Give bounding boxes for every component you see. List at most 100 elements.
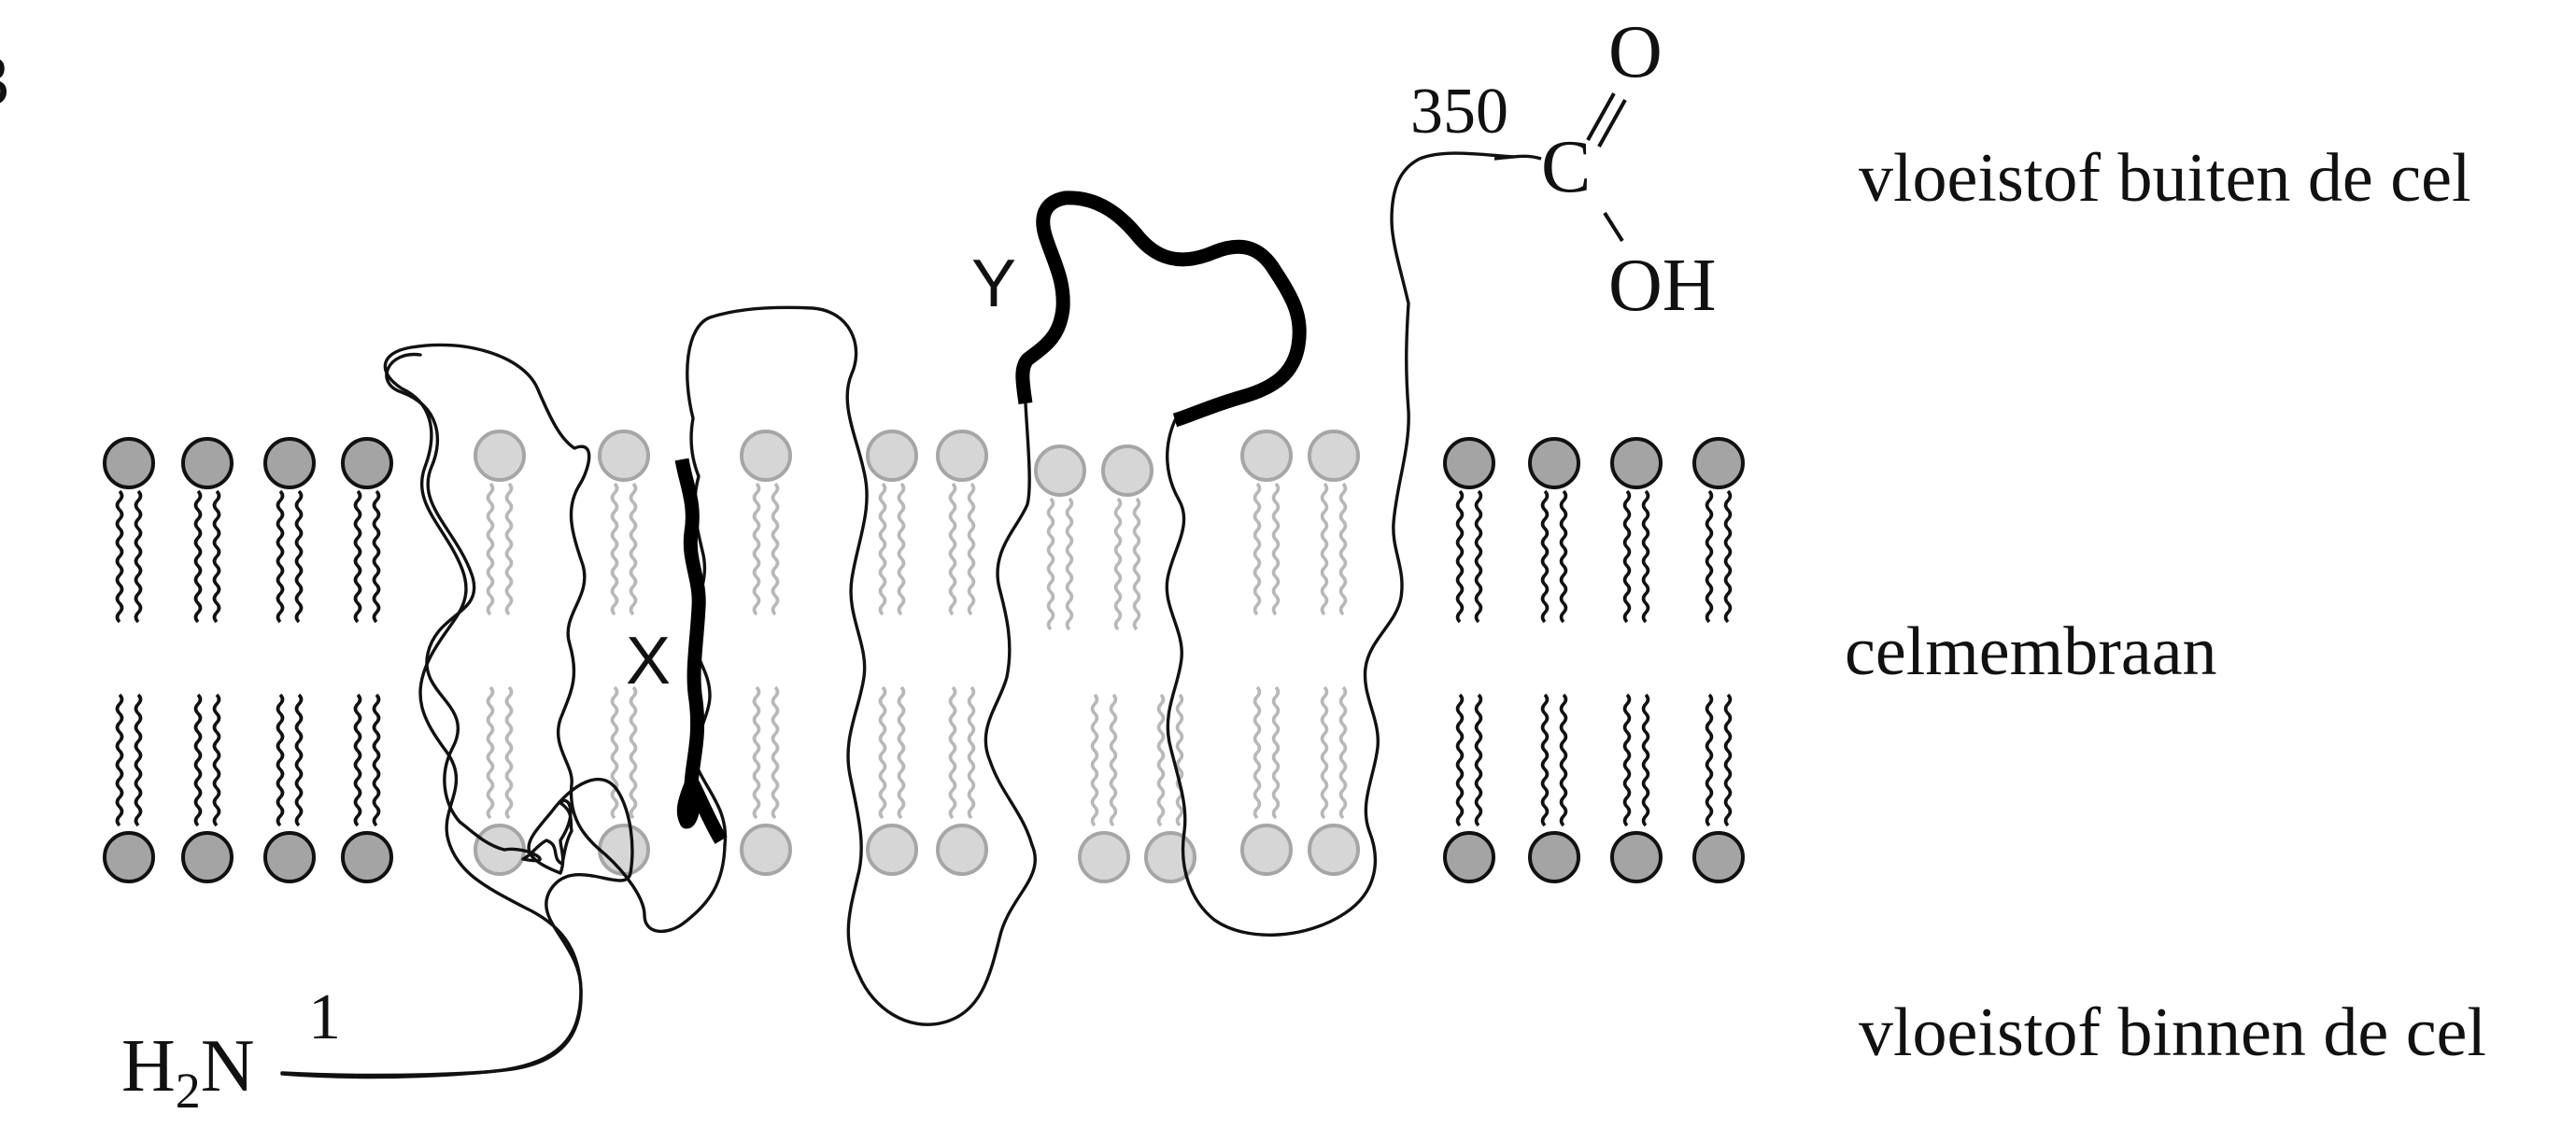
lipid-tail	[134, 489, 143, 624]
lipid-tail	[610, 482, 619, 616]
lipid-tail	[897, 685, 906, 820]
membrane-label: celmembraan	[1845, 613, 2217, 690]
protein-loop-2	[686, 305, 1038, 1026]
lipid-tail	[134, 693, 143, 827]
lipid-tail	[353, 489, 362, 624]
carboxyl-single-bond	[1603, 211, 1624, 243]
carboxyl-double-bond	[1586, 92, 1627, 148]
lipid-head	[866, 824, 918, 876]
c-terminus-link	[1493, 154, 1542, 161]
lipid-head	[1443, 437, 1495, 489]
protein-loop-4	[1165, 151, 1515, 937]
lipid-tail	[1338, 482, 1348, 616]
lipid-head	[1240, 430, 1293, 482]
lipid-tail	[1046, 497, 1055, 631]
lipid-tail	[1320, 685, 1329, 820]
lipid-tail	[1559, 489, 1568, 624]
lipid-head	[1610, 831, 1663, 883]
lipid-head	[341, 437, 393, 489]
lipid-head	[341, 831, 393, 883]
lipid-tail	[1641, 489, 1650, 624]
protein-chain	[280, 352, 634, 1078]
lipid-head	[598, 824, 650, 876]
lipid-head	[1443, 831, 1495, 883]
lipid-tail	[1559, 693, 1568, 827]
lipid-tail	[372, 693, 381, 827]
carboxyl-terminus: 350 C O OH	[1410, 11, 1717, 327]
lipid-head	[1078, 831, 1130, 883]
lipid-head	[936, 824, 988, 876]
lipid-head	[598, 430, 650, 482]
lipid-tail	[1455, 693, 1465, 827]
protein-loop-3	[984, 402, 1034, 847]
lipid-tail	[504, 685, 514, 820]
lipid-tail	[610, 685, 619, 820]
lipid-tail	[193, 489, 203, 624]
lipid-tail	[276, 489, 285, 624]
lipid-head	[866, 430, 918, 482]
carboxyl-hydroxyl: OH	[1608, 245, 1717, 327]
lipid-head	[1692, 831, 1745, 883]
carboxyl-carbon: C	[1541, 126, 1591, 208]
lipid-tail	[1540, 489, 1550, 624]
lipid-tail	[967, 685, 976, 820]
segment-x	[674, 458, 728, 844]
lipid-tail	[1705, 489, 1714, 624]
segment-y-label: Y	[971, 247, 1016, 321]
amino-terminus: H2N 1	[121, 981, 341, 1119]
lipid-tail	[967, 482, 976, 616]
lipid-tail	[1090, 693, 1099, 827]
figure-number: 3	[0, 42, 9, 120]
lipid-tail	[897, 482, 906, 616]
lipid-tail	[1723, 489, 1733, 624]
lipid-tail	[193, 693, 203, 827]
lipid-head	[740, 824, 792, 876]
lipid-tail	[1641, 693, 1650, 827]
outside-cell-label: vloeistof buiten de cel	[1859, 140, 2471, 217]
lipid-tail	[752, 685, 761, 820]
lipid-tail	[212, 489, 221, 624]
lipid-tail	[948, 482, 957, 616]
lipid-tail	[1320, 482, 1329, 616]
lipid-tail	[1455, 489, 1465, 624]
lipid-tail	[948, 685, 957, 820]
lipid-tail	[1271, 685, 1281, 820]
lipid-tail	[1540, 693, 1550, 827]
lipid-tail	[771, 685, 780, 820]
lipid-tail	[1253, 685, 1262, 820]
lipid-tail	[629, 482, 638, 616]
phospholipid-bilayer	[103, 430, 1745, 883]
lipid-tail	[878, 482, 887, 616]
lipid-head	[1528, 831, 1580, 883]
lipid-tail	[486, 482, 495, 616]
lipid-tail	[294, 693, 304, 827]
lipid-tail	[1132, 497, 1141, 631]
lipid-tail	[1338, 685, 1348, 820]
lipid-tail	[294, 489, 304, 624]
lipid-head	[1308, 430, 1360, 482]
lipid-tail	[276, 693, 285, 827]
lipid-tail	[486, 685, 495, 820]
segment-y	[1015, 190, 1307, 428]
lipid-tail	[372, 489, 381, 624]
lipid-tail	[1113, 497, 1123, 631]
lipid-tail	[629, 685, 638, 820]
lipid-tail	[1474, 693, 1483, 827]
lipid-tail	[115, 489, 124, 624]
lipid-tail	[1253, 482, 1262, 616]
lipid-head	[1101, 444, 1154, 497]
lipid-tail	[115, 693, 124, 827]
lipid-tail	[1065, 497, 1074, 631]
lipid-tail	[1705, 693, 1714, 827]
lipid-head	[936, 430, 988, 482]
lipid-tail	[1109, 693, 1118, 827]
lipid-tail	[1175, 693, 1184, 827]
lipid-head	[1528, 437, 1580, 489]
inside-cell-label: vloeistof binnen de cel	[1859, 994, 2486, 1071]
lipid-head	[1034, 444, 1086, 497]
lipid-head	[263, 437, 316, 489]
lipid-head	[474, 430, 526, 482]
lipid-tail	[878, 685, 887, 820]
lipid-tail	[1723, 693, 1733, 827]
